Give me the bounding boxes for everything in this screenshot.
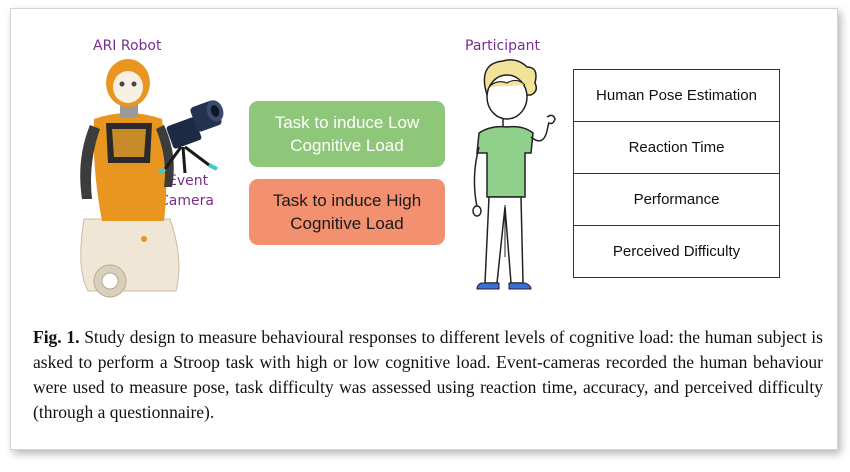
low-load-task-box: Task to induce Low Cognitive Load	[249, 101, 445, 167]
caption-label: Fig. 1.	[33, 327, 80, 347]
event-camera-label-line2: Camera	[159, 193, 214, 209]
event-camera-label-line1: Event	[168, 173, 209, 189]
measure-pose-estimation: Human Pose Estimation	[574, 70, 779, 122]
figure-card: ARI Robot Participant Event Camera	[10, 8, 838, 450]
low-load-task-text: Task to induce Low Cognitive Load	[274, 113, 420, 155]
event-camera-icon	[157, 100, 224, 175]
measure-perceived-difficulty: Perceived Difficulty	[612, 243, 741, 260]
participant-label: Participant	[465, 38, 540, 54]
high-load-task-box: Task to induce High Cognitive Load	[249, 179, 445, 245]
high-load-task-text: Task to induce High Cognitive Load	[272, 191, 422, 233]
caption-text: Study design to measure behavioural resp…	[33, 327, 823, 422]
robot-illustration	[80, 59, 180, 298]
measures-table: Human Pose Estimation Reaction Time Perf…	[573, 69, 780, 278]
measure-performance: Performance	[574, 174, 779, 226]
participant-illustration	[472, 59, 556, 290]
figure-caption: Fig. 1. Study design to measure behaviou…	[33, 325, 823, 425]
robot-label: ARI Robot	[93, 38, 162, 54]
measure-reaction-time: Reaction Time	[574, 122, 779, 174]
